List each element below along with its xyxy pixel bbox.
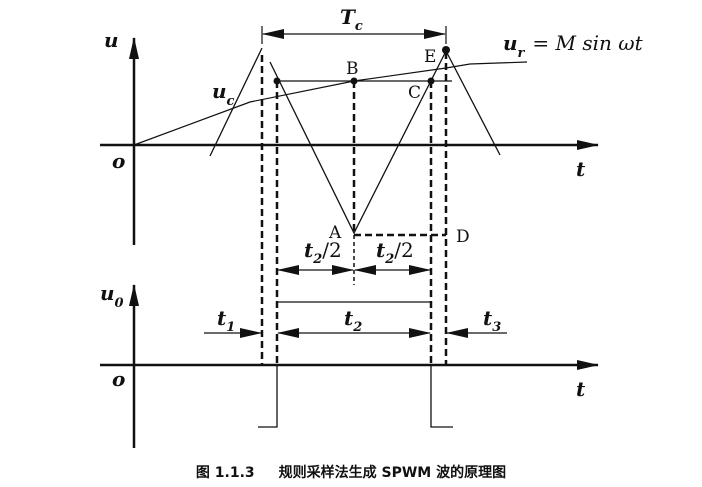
point-left-sample [273,77,281,85]
t2-label: t2 [344,306,362,335]
reference-wave-label: ur= M sin ωt [503,31,644,61]
pulse-right [430,365,453,428]
carrier-wave [209,47,263,157]
origin-label-bottom: o [112,367,125,391]
figure-title: 规则采样法生成 SPWM 波的原理图 [278,465,507,481]
u0-axis-label: u0 [100,281,124,311]
figure-number: 图 1.1.3 [195,465,255,481]
t2-half-label-right: t2/2 [376,238,414,267]
point-E [442,46,450,54]
point-D-label: D [456,227,470,247]
point-A-label: A [328,223,342,243]
reference-wave [133,61,528,146]
point-C-label: C [408,83,421,103]
figure-caption: 图 1.1.3 规则采样法生成 SPWM 波的原理图 [0,462,702,482]
u-axis-label: u [104,28,119,52]
tc-label: Tc [340,5,363,34]
carrier-wave [269,49,501,235]
t-axis-label-bottom: t [576,377,586,401]
point-C [427,77,435,85]
point-B [350,77,358,85]
t1-label: t1 [217,306,235,335]
t-axis-label-top: t [576,157,586,181]
carrier-wave-label: uc [212,79,235,109]
point-B-label: B [346,59,359,79]
pulse-left [258,365,278,428]
point-E-label: E [424,47,436,67]
t3-label: t3 [483,306,501,335]
t2-half-label-left: t2/2 [304,238,342,267]
origin-label-top: o [112,149,125,173]
